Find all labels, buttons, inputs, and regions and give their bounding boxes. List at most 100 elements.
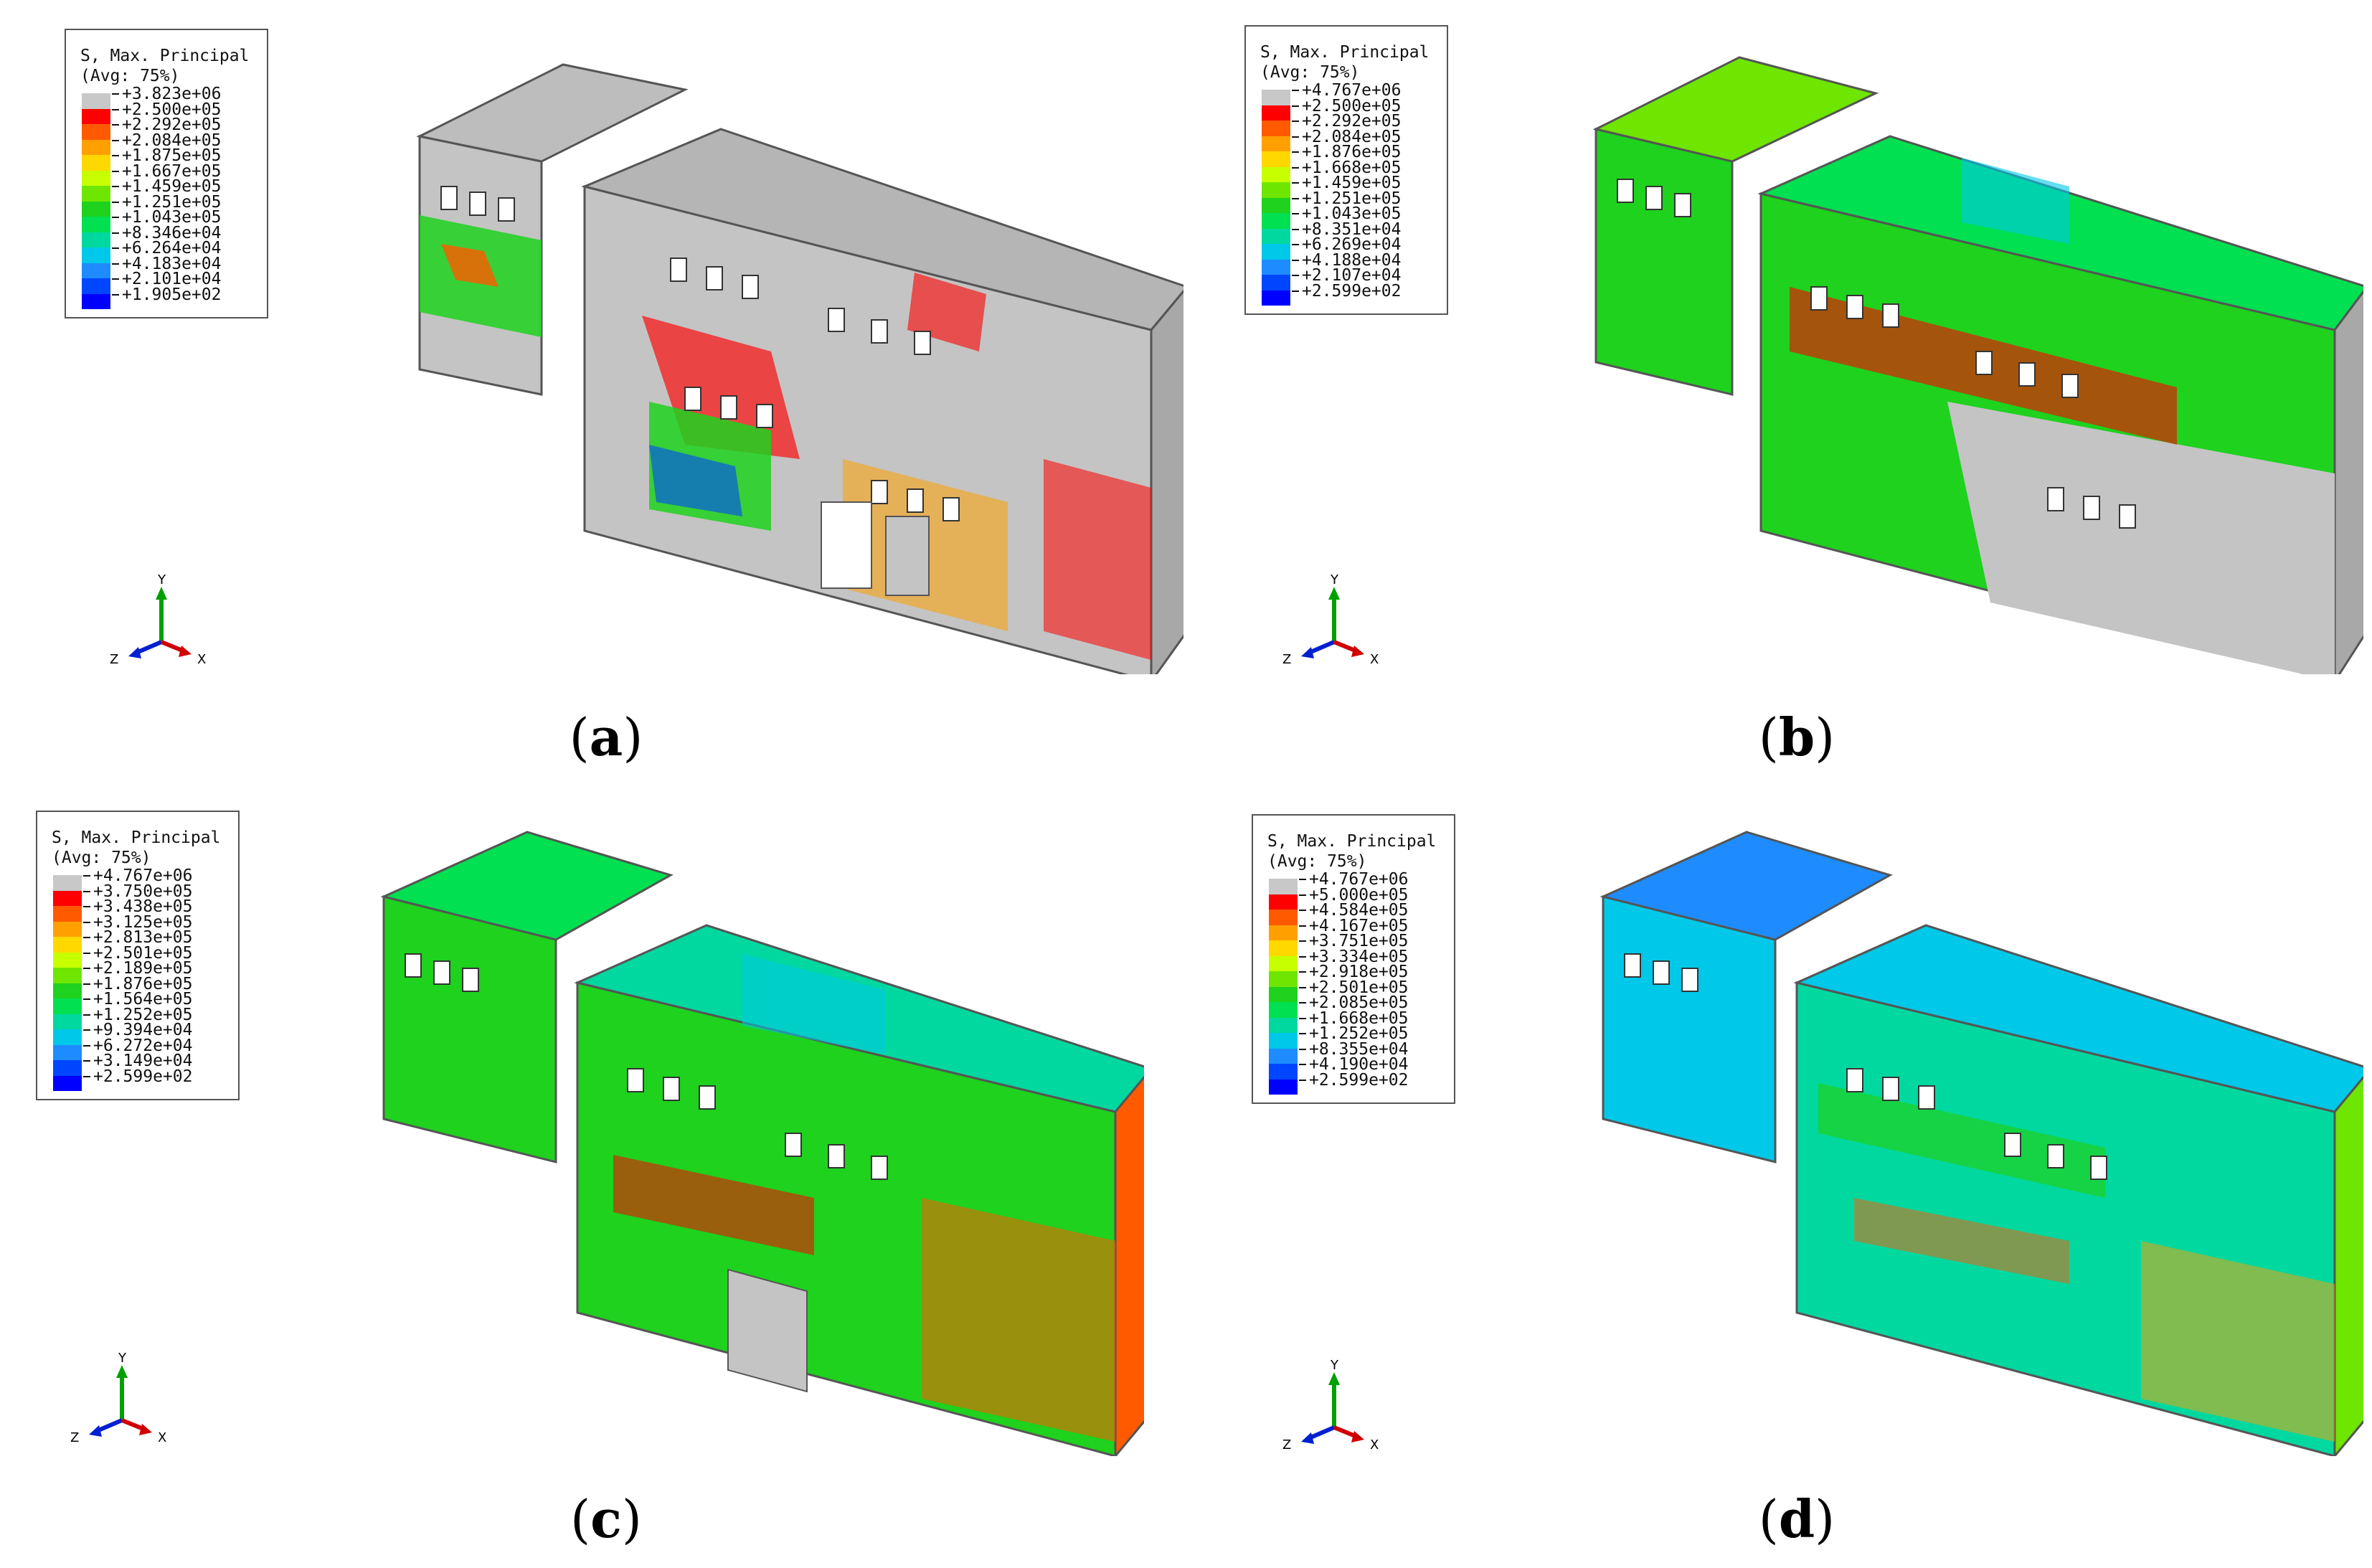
legend-value: +2.501e+05 (93, 943, 193, 963)
legend-swatch (53, 937, 82, 953)
legend-value: +9.394e+04 (93, 1021, 193, 1039)
legend-swatch (82, 139, 110, 155)
legend-swatch (1262, 259, 1290, 275)
legend-tick (1299, 1017, 1306, 1019)
legend-swatch (82, 263, 110, 278)
legend-swatch (1262, 275, 1290, 291)
legend-tick (112, 293, 119, 296)
caption-a: (a) (569, 707, 643, 768)
legend-value: +1.876e+05 (93, 974, 193, 993)
legend-value: +4.188e+04 (1302, 250, 1402, 270)
legend-value: +3.823e+06 (122, 85, 222, 103)
axis-label-x: X (158, 1430, 166, 1445)
legend-tick (83, 937, 90, 938)
legend-tick (83, 906, 90, 907)
legend-value: +1.667e+05 (122, 161, 222, 181)
legend-value: +3.149e+04 (93, 1052, 193, 1070)
legend-value: +8.351e+04 (1302, 219, 1402, 239)
axis-label-z: Z (1282, 652, 1291, 667)
legend-value: +3.334e+05 (1309, 947, 1409, 966)
legend-tick (112, 93, 119, 95)
legend-value: +2.292e+05 (1302, 112, 1402, 131)
legend-value: +8.346e+04 (122, 223, 222, 242)
legend-value: +2.500e+05 (1302, 96, 1402, 115)
axis-label-y: Y (118, 1352, 127, 1366)
building-model-a (416, 63, 1183, 674)
legend-averaging: (Avg: 75%) (80, 67, 180, 85)
axis-label-x: X (1370, 1437, 1379, 1453)
legend-swatch (1262, 182, 1290, 198)
axis-triad-b: Y Z X (1282, 574, 1379, 667)
legend-tick (1299, 986, 1306, 988)
contour-view-c: S, Max. Principal (Avg: 75%) +4.767e+06+… (25, 796, 1144, 1456)
legend-tick (83, 952, 90, 954)
legend-value: +1.875e+05 (122, 146, 222, 165)
caption-b: (b) (1758, 707, 1835, 768)
axis-label-y: Y (1330, 1359, 1339, 1373)
color-legend-b: S, Max. Principal (Avg: 75%) +4.767e+06+… (1244, 25, 1448, 315)
legend-swatch (82, 201, 110, 217)
legend-swatch (82, 108, 110, 124)
legend-tick (112, 247, 119, 249)
legend-tick (1299, 1002, 1306, 1003)
legend-value: +6.272e+04 (93, 1036, 193, 1055)
legend-swatch (1262, 290, 1290, 306)
legend-swatch (53, 921, 82, 937)
legend-tick (1292, 182, 1299, 184)
legend-value: +1.459e+05 (1302, 174, 1402, 192)
axis-label-z: Z (70, 1430, 79, 1445)
building-model-d (1600, 831, 2363, 1456)
contour-view-b: S, Max. Principal (Avg: 75%) +4.767e+06+… (1244, 14, 2363, 674)
legend-tick (1299, 894, 1306, 896)
legend-value: +2.599e+02 (1309, 1070, 1409, 1090)
axis-triad-a: Y Z X (110, 574, 206, 667)
caption-d: (d) (1758, 1488, 1835, 1549)
legend-tick (1299, 1033, 1306, 1034)
legend-swatch (1269, 1079, 1298, 1095)
legend-title: S, Max. Principal (1267, 832, 1437, 851)
legend-value: +2.599e+02 (1302, 281, 1402, 301)
legend-tick (83, 968, 90, 969)
legend-value: +4.767e+06 (93, 866, 193, 885)
legend-value: +4.183e+04 (122, 254, 222, 273)
legend-value: +2.918e+05 (1309, 963, 1409, 981)
contour-view-a: S, Max. Principal (Avg: 75%) +3.823e+06 +… (54, 14, 1183, 674)
legend-value: +1.252e+05 (1309, 1024, 1409, 1043)
legend-value: +1.251e+05 (1302, 189, 1402, 208)
legend-value: +1.043e+05 (1302, 204, 1402, 223)
legend-swatch (53, 1044, 82, 1060)
legend-averaging: (Avg: 75%) (1267, 852, 1367, 871)
legend-tick (83, 1060, 90, 1062)
legend-swatch (1269, 986, 1298, 1002)
legend-swatch (1262, 213, 1290, 229)
axis-label-x: X (197, 652, 206, 667)
legend-value: +3.750e+05 (93, 882, 193, 901)
legend-value: +1.251e+05 (122, 192, 222, 212)
legend-swatch (82, 170, 110, 186)
legend-tick (1299, 940, 1306, 942)
axis-label-z: Z (110, 652, 118, 667)
legend-swatch (82, 217, 110, 232)
legend-title: S, Max. Principal (80, 47, 250, 65)
legend-swatch (82, 155, 110, 171)
legend-value: +2.085e+05 (1309, 993, 1409, 1012)
legend-swatch (53, 952, 82, 968)
legend-value: +8.355e+04 (1309, 1039, 1409, 1059)
legend-tick (83, 1014, 90, 1016)
axis-label-x: X (1370, 652, 1379, 667)
legend-tick (112, 108, 119, 110)
legend-value: +1.252e+05 (93, 1005, 193, 1024)
legend-swatch (53, 998, 82, 1014)
legend-tick (112, 170, 119, 172)
legend-swatch (1269, 1033, 1298, 1049)
legend-value: +4.767e+06 (1309, 870, 1409, 889)
legend-swatch (1269, 1017, 1298, 1033)
legend-title: S, Max. Principal (1260, 43, 1430, 62)
legend-swatch (82, 247, 110, 263)
legend-value: +6.269e+04 (1302, 235, 1402, 254)
legend-averaging: (Avg: 75%) (1260, 63, 1360, 82)
legend-value: +2.292e+05 (122, 115, 222, 134)
legend-swatch (53, 1029, 82, 1045)
legend-value: +4.190e+04 (1309, 1055, 1409, 1074)
legend-tick (1292, 105, 1299, 107)
